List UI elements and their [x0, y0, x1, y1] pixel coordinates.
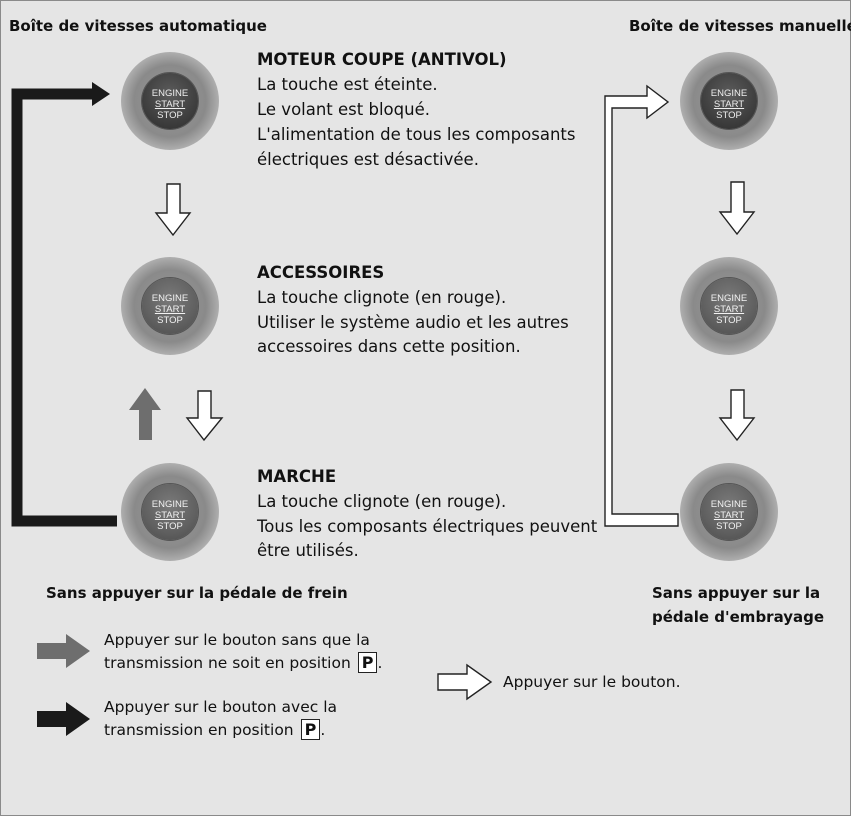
mode-line: Utiliser le système audio et les autres [257, 313, 569, 332]
button-label-start: START [154, 510, 186, 521]
legend-gray-text: transmission ne soit en position [104, 654, 351, 672]
white-return-arrow-shaft [604, 84, 679, 527]
down-arrow-off-to-acc [154, 183, 192, 237]
button-label-start: START [154, 304, 186, 315]
button-label-start: START [154, 99, 186, 110]
mode-line: L'alimentation de tous les composants [257, 125, 576, 144]
legend-gray-line2: transmission ne soit en position P. [104, 652, 382, 673]
mode-title-on: MARCHE [257, 467, 337, 486]
button-label-engine: ENGINE [151, 499, 189, 510]
button-label-engine: ENGINE [151, 293, 189, 304]
black-return-arrowhead [92, 82, 110, 106]
mode-line: La touche clignote (en rouge). [257, 288, 507, 307]
manual-button-on: ENGINE START STOP [680, 463, 778, 561]
button-label-stop: STOP [157, 110, 183, 121]
automatic-footnote: Sans appuyer sur la pédale de frein [46, 584, 348, 602]
gray-up-arrow [129, 388, 161, 440]
legend-gray-arrow [37, 634, 90, 668]
right-down-arrow-1 [718, 181, 756, 236]
manual-button-off: ENGINE START STOP [680, 52, 778, 150]
button-label-stop: STOP [157, 521, 183, 532]
manual-footnote-line2: pédale d'embrayage [652, 608, 825, 626]
mode-title-accessories: ACCESSOIRES [257, 263, 385, 282]
mode-line: accessoires dans cette position. [257, 337, 521, 356]
automatic-transmission-header: Boîte de vitesses automatique [9, 17, 267, 35]
engine-start-stop-button-accessory: ENGINE START STOP [121, 257, 219, 355]
legend-period: . [320, 721, 326, 739]
legend-black-arrow [37, 702, 90, 736]
black-return-arrow [11, 88, 117, 527]
p-position-symbol: P [300, 719, 321, 740]
mode-line: Le volant est bloqué. [257, 100, 430, 119]
legend-period: . [377, 654, 383, 672]
mode-line: La touche clignote (en rouge). [257, 492, 507, 511]
legend-black-line1: Appuyer sur le bouton avec la [104, 698, 337, 716]
engine-start-stop-button-on: ENGINE START STOP [121, 463, 219, 561]
down-arrow-acc-to-on [185, 390, 224, 442]
button-label-stop: STOP [157, 315, 183, 326]
button-label-start: START [713, 99, 745, 110]
mode-title-off: MOTEUR COUPE (ANTIVOL) [257, 50, 507, 69]
right-down-arrow-2 [718, 389, 756, 442]
button-label-stop: STOP [716, 521, 742, 532]
button-label-stop: STOP [716, 315, 742, 326]
manual-transmission-header: Boîte de vitesses manuelle [629, 17, 851, 35]
mode-line: être utilisés. [257, 541, 359, 560]
legend-black-line2: transmission en position P. [104, 719, 325, 740]
button-label-start: START [713, 304, 745, 315]
legend-white-arrow [437, 663, 493, 701]
engine-start-stop-button-off: ENGINE START STOP [121, 52, 219, 150]
button-label-engine: ENGINE [710, 293, 748, 304]
button-label-engine: ENGINE [710, 88, 748, 99]
button-label-engine: ENGINE [710, 499, 748, 510]
p-position-symbol: P [357, 652, 378, 673]
mode-line: La touche est éteinte. [257, 75, 438, 94]
legend-black-text: transmission en position [104, 721, 294, 739]
legend-white-text: Appuyer sur le bouton. [503, 673, 681, 691]
button-label-engine: ENGINE [151, 88, 189, 99]
button-label-start: START [713, 510, 745, 521]
button-label-stop: STOP [716, 110, 742, 121]
legend-gray-line1: Appuyer sur le bouton sans que la [104, 631, 370, 649]
manual-footnote-line1: Sans appuyer sur la [652, 584, 821, 602]
manual-button-accessory: ENGINE START STOP [680, 257, 778, 355]
mode-line: électriques est désactivée. [257, 150, 479, 169]
mode-line: Tous les composants électriques peuvent [257, 517, 598, 536]
